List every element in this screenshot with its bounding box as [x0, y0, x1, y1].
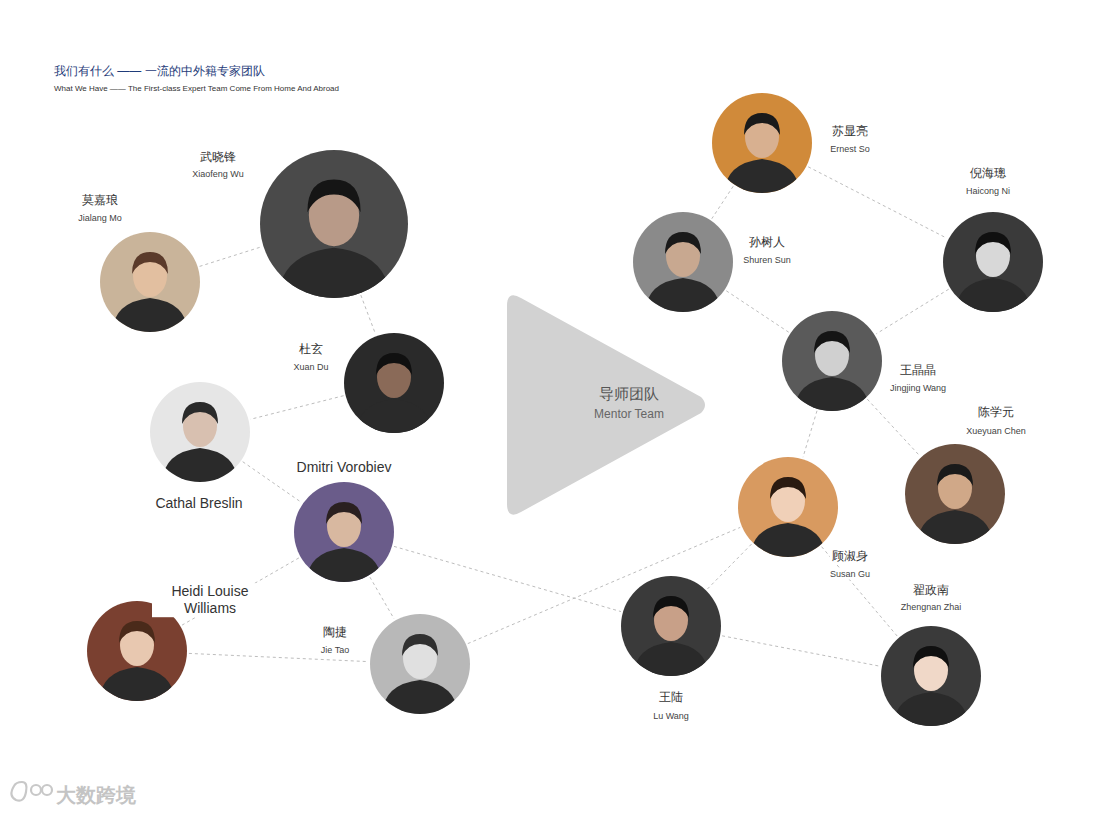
portrait-frame: [370, 614, 470, 714]
portrait-frame: [150, 382, 250, 482]
dashed-connector: [803, 411, 817, 457]
name-secondary: Jie Tao: [319, 645, 351, 656]
dashed-connector: [243, 462, 302, 503]
name-secondary: Jialang Mo: [76, 213, 124, 224]
name-secondary: Xiaofeng Wu: [190, 169, 245, 180]
watermark: 大数跨境: [56, 783, 136, 807]
mentor-portrait: 倪海璁Haicong Ni: [943, 212, 1043, 312]
name-secondary: Xueyuan Chen: [964, 426, 1028, 437]
portrait-photo: [621, 576, 721, 676]
triangle-shape: [507, 290, 709, 520]
name-primary: 王晶晶: [898, 363, 938, 377]
dashed-connector: [876, 289, 948, 334]
portrait-photo: [100, 232, 200, 332]
portrait-photo: [782, 311, 882, 411]
name-primary: Heidi Louise Williams: [152, 583, 268, 617]
portrait-photo: [633, 212, 733, 312]
mentor-portrait: 苏显亮Ernest So: [712, 93, 812, 193]
portrait-photo: [294, 482, 394, 582]
mentor-portrait: 王陆Lu Wang: [621, 576, 721, 676]
play-triangle: 导师团队 Mentor Team: [507, 290, 709, 520]
dashed-connector: [250, 396, 343, 420]
portrait-frame: [738, 457, 838, 557]
portrait-frame: [260, 150, 408, 298]
name-secondary: Jingjing Wang: [888, 383, 948, 394]
name-primary: 翟政南: [911, 583, 951, 597]
portrait-photo: [905, 444, 1005, 544]
dashed-connector: [712, 186, 733, 218]
portrait-frame: [294, 482, 394, 582]
portrait-frame: [621, 576, 721, 676]
portrait-photo: [943, 212, 1043, 312]
mentor-portrait: 孙树人Shuren Sun: [633, 212, 733, 312]
logo-mark: [11, 782, 52, 801]
portrait-frame: [943, 212, 1043, 312]
portrait-frame: [881, 626, 981, 726]
portrait-frame: [712, 93, 812, 193]
name-primary: 莫嘉琅: [80, 193, 120, 207]
mentor-portrait: 莫嘉琅Jialang Mo: [100, 232, 200, 332]
name-primary: 倪海璁: [968, 166, 1008, 180]
name-secondary: Haicong Ni: [964, 186, 1012, 197]
portrait-photo: [150, 382, 250, 482]
name-secondary: Mentor Team: [592, 407, 666, 421]
portrait-frame: [782, 311, 882, 411]
dashed-connector: [200, 247, 262, 267]
dashed-connector: [361, 295, 376, 334]
name-primary: 苏显亮: [830, 124, 870, 138]
portrait-photo: [881, 626, 981, 726]
portrait-photo: [738, 457, 838, 557]
portrait-frame: [905, 444, 1005, 544]
name-primary: 王陆: [657, 690, 685, 704]
subtitle: What We Have —— The First-class Expert T…: [54, 84, 339, 94]
mentor-portrait: 陈学元Xueyuan Chen: [905, 444, 1005, 544]
mentor-portrait: Dmitri Vorobiev: [294, 482, 394, 582]
portrait-frame: [100, 232, 200, 332]
mentor-portrait: 杜玄Xuan Du: [344, 333, 444, 433]
portrait-photo: [260, 150, 408, 298]
name-primary: 武晓锋: [198, 150, 238, 164]
name-primary: Cathal Breslin: [153, 495, 244, 512]
portrait-photo: [344, 333, 444, 433]
dashed-connector: [722, 636, 880, 666]
mentor-portrait: 武晓锋Xiaofeng Wu: [260, 150, 408, 298]
mentor-portrait: 顾淑身Susan Gu: [738, 457, 838, 557]
dashed-connector: [370, 577, 394, 619]
name-secondary: Ernest So: [828, 144, 872, 155]
diagram-title: 我们有什么 —— 一流的中外籍专家团队: [54, 64, 265, 78]
mentor-portrait: Cathal Breslin: [150, 382, 250, 482]
dashed-connector: [708, 544, 752, 589]
dashed-connector: [394, 546, 621, 611]
name-primary: 孙树人: [747, 235, 787, 249]
name-secondary: Xuan Du: [291, 362, 330, 373]
name-primary: 陶捷: [321, 625, 349, 639]
mentor-portrait: 王晶晶Jingjing Wang: [782, 311, 882, 411]
name-secondary: Lu Wang: [651, 711, 691, 722]
mentor-portrait: 陶捷Jie Tao: [370, 614, 470, 714]
name-primary: 导师团队: [597, 385, 661, 403]
name-secondary: Susan Gu: [828, 569, 872, 580]
mentor-portrait: Heidi Louise Williams: [87, 601, 187, 701]
dashed-connector: [726, 291, 788, 332]
portrait-photo: [712, 93, 812, 193]
dashed-connector: [867, 399, 919, 456]
portrait-photo: [370, 614, 470, 714]
name-primary: 杜玄: [297, 342, 325, 356]
dashed-connector: [808, 167, 947, 238]
portrait-frame: [633, 212, 733, 312]
name-primary: Dmitri Vorobiev: [295, 459, 394, 476]
mentor-portrait: 翟政南Zhengnan Zhai: [881, 626, 981, 726]
dashed-connector: [822, 547, 898, 637]
name-primary: 顾淑身: [830, 549, 870, 563]
portrait-frame: [344, 333, 444, 433]
name-secondary: Zhengnan Zhai: [899, 602, 964, 613]
name-secondary: Shuren Sun: [741, 255, 793, 266]
name-primary: 陈学元: [976, 405, 1016, 419]
